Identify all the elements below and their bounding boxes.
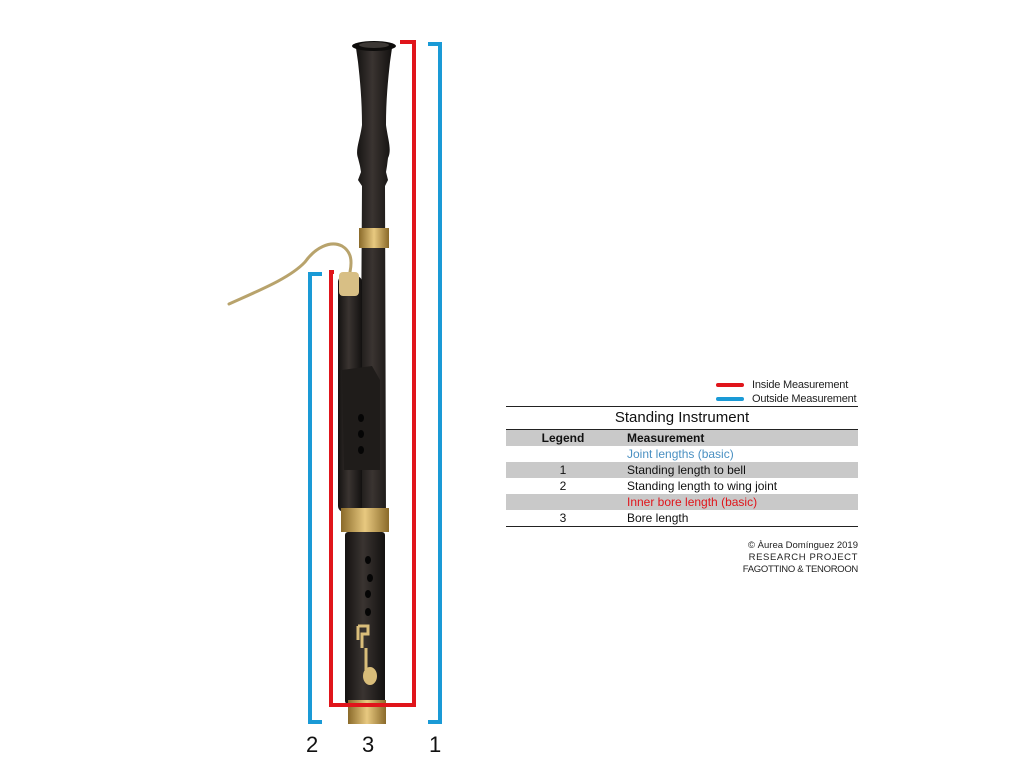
table-row: 2 Standing length to wing joint	[506, 478, 858, 494]
measurement-table: Standing Instrument Legend Measurement J…	[506, 406, 858, 527]
bocal	[227, 242, 353, 306]
row-measurement: Standing length to bell	[627, 463, 746, 477]
row-legend: 2	[559, 479, 567, 493]
table-row: Inner bore length (basic)	[506, 494, 858, 510]
row-measurement: Inner bore length (basic)	[627, 495, 758, 509]
bracket-2	[308, 272, 322, 724]
inside-swatch	[716, 383, 744, 387]
boot-key	[356, 624, 370, 648]
boot-joint	[345, 532, 385, 704]
header-measurement: Measurement	[627, 431, 705, 445]
row-measurement: Bore length	[627, 511, 689, 525]
boot-ring	[341, 508, 389, 532]
legend-outside: Outside Measurement	[716, 392, 861, 406]
credit-line-3: FAGOTTINO & TENOROON	[742, 564, 859, 575]
bracket-3-inner-bore	[329, 40, 416, 707]
header-legend: Legend	[541, 431, 585, 445]
table-row: 1 Standing length to bell	[506, 462, 858, 478]
bracket-1	[428, 42, 442, 724]
credit-line-2: RESEARCH PROJECT	[748, 552, 858, 563]
row-measurement: Joint lengths (basic)	[627, 447, 734, 461]
table-row: Joint lengths (basic)	[506, 446, 858, 462]
row-legend: 3	[559, 511, 567, 525]
row-legend: 1	[559, 463, 567, 477]
table-row: 3 Bore length	[506, 510, 858, 526]
copyright-credit: © Àurea Domínguez 2019 RESEARCH PROJECT …	[700, 540, 859, 576]
outside-swatch	[716, 397, 744, 401]
table-header-row: Legend Measurement	[506, 430, 858, 446]
table-title: Standing Instrument	[506, 407, 858, 430]
legend-inside: Inside Measurement	[716, 378, 861, 392]
legend-inside-label: Inside Measurement	[752, 379, 849, 391]
label-1: 1	[429, 732, 442, 757]
credit-line-1: © Àurea Domínguez 2019	[748, 540, 858, 551]
label-2: 2	[306, 732, 319, 757]
legend-outside-label: Outside Measurement	[752, 393, 857, 405]
wing-joint-cap	[339, 272, 359, 296]
row-measurement: Standing length to wing joint	[627, 479, 778, 493]
measurement-legend: Inside Measurement Outside Measurement	[716, 378, 861, 406]
long-joint-ring	[359, 228, 389, 248]
label-3: 3	[362, 732, 375, 757]
